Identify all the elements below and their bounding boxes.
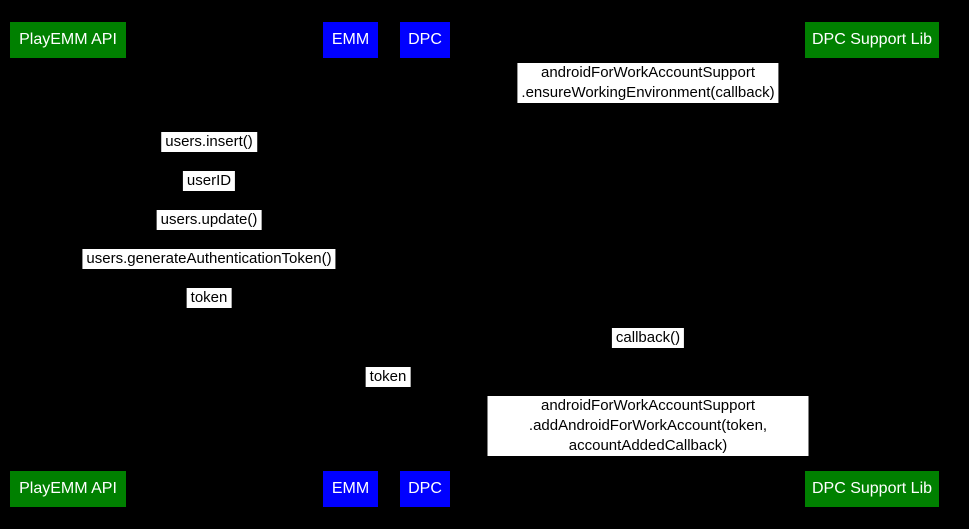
actor-emm-top: EMM	[323, 22, 378, 58]
message-ensure-working-environment: androidForWorkAccountSupport .ensureWork…	[517, 63, 779, 103]
actor-emm-bottom: EMM	[323, 471, 378, 507]
actor-dpc-support-lib-bottom: DPC Support Lib	[805, 471, 939, 507]
message-add-android-for-work-account: androidForWorkAccountSupport .addAndroid…	[487, 396, 809, 456]
actor-dpc-top: DPC	[400, 22, 450, 58]
message-token-to-dpc: token	[365, 367, 411, 387]
message-callback: callback()	[611, 328, 685, 348]
lifeline-emm	[350, 58, 351, 471]
actor-playemm-api-bottom: PlayEMM API	[10, 471, 126, 507]
message-users-update: users.update()	[156, 210, 262, 230]
actor-dpc-support-lib-top: DPC Support Lib	[805, 22, 939, 58]
message-user-id-return: userID	[182, 171, 236, 191]
message-users-insert: users.insert()	[161, 132, 257, 152]
actor-playemm-api-top: PlayEMM API	[10, 22, 126, 58]
message-users-generate-authentication-token: users.generateAuthenticationToken()	[82, 249, 336, 269]
actor-dpc-bottom: DPC	[400, 471, 450, 507]
lifeline-dpc-support-lib	[871, 58, 872, 471]
lifeline-dpc	[424, 58, 425, 471]
message-token-return: token	[186, 288, 232, 308]
lifeline-playemm-api	[67, 58, 68, 471]
